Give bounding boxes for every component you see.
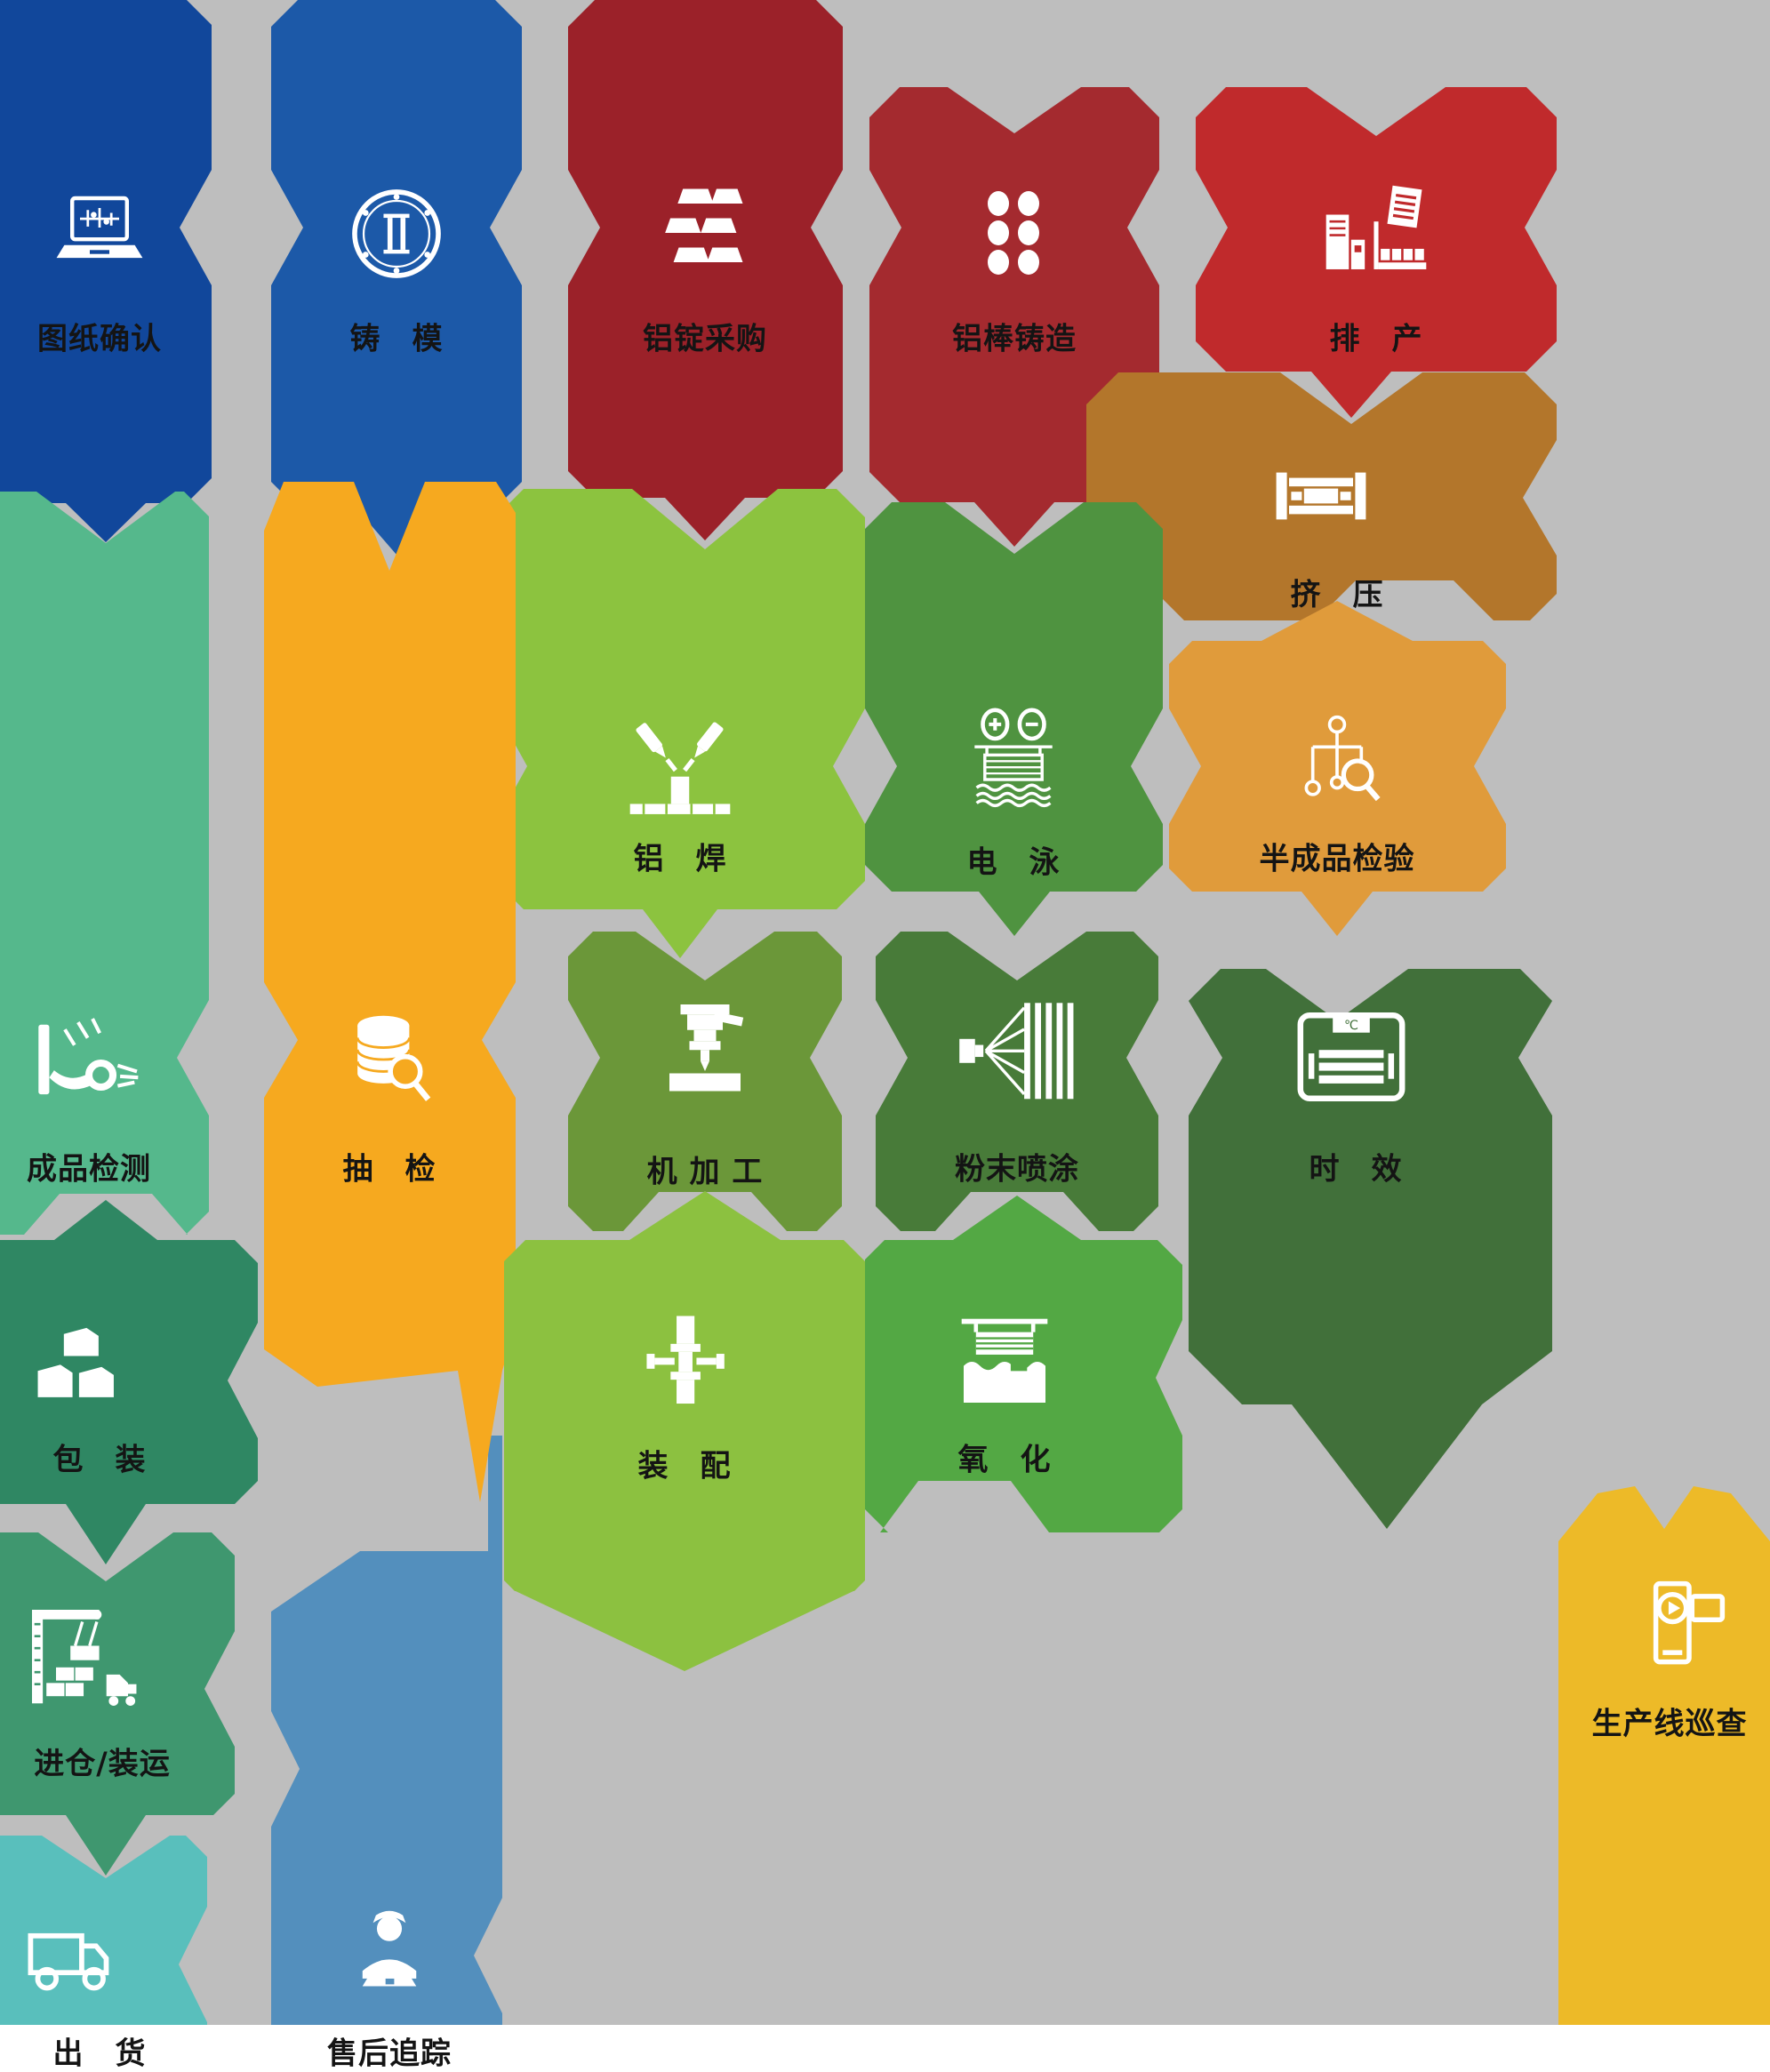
- node-label-semi-finished-inspection: 半成品检验: [1259, 841, 1415, 877]
- node-label-ingot-purchase: 铝锭采购: [643, 321, 767, 357]
- flow-node-electrophoresis: [865, 502, 1163, 936]
- video-camera-icon: [1630, 1578, 1728, 1676]
- node-label-billet-casting: 铝棒铸造: [952, 321, 1077, 357]
- node-label-mold-making: 铸 模: [349, 321, 444, 357]
- flow-node-powder-coating: [876, 932, 1158, 1231]
- flow-node-after-sales-tracking: [271, 1551, 502, 2025]
- node-label-drawing-confirmation: 图纸确认: [37, 321, 162, 357]
- inspection-tree-icon: [1291, 714, 1384, 807]
- round-mold-icon: [347, 184, 446, 284]
- node-label-finished-product-inspection: 成品检测: [27, 1151, 151, 1188]
- flow-node-ingot-purchase: [568, 0, 843, 540]
- node-label-electrophoresis: 电 泳: [966, 844, 1061, 881]
- production-line-icon: [1319, 176, 1433, 290]
- welding-torches-icon: [623, 713, 737, 827]
- support-agent-icon: [341, 1908, 437, 2004]
- measuring-gauge-icon: [29, 1004, 149, 1124]
- node-label-packing: 包 装: [52, 1442, 147, 1478]
- crane-loading-icon: [20, 1598, 140, 1718]
- packing-boxes-icon: [30, 1309, 139, 1418]
- extrusion-press-icon: [1268, 443, 1374, 549]
- laptop-drawing-icon: [51, 188, 148, 286]
- node-label-sampling-inspection: 抽 检: [342, 1151, 436, 1188]
- node-label-production-line-patrol: 生产线巡查: [1591, 1706, 1748, 1742]
- flow-node-assembly: [504, 1191, 865, 1671]
- aging-oven-icon: ℃: [1293, 999, 1409, 1115]
- flow-node-drawing-confirmation: [0, 0, 212, 542]
- billet-ends-icon: [970, 188, 1059, 277]
- spray-gun-icon: [957, 994, 1077, 1114]
- flow-node-aluminum-welding: [495, 489, 865, 958]
- ingot-stack-icon: [653, 180, 757, 285]
- temp-unit-glyph: ℃: [1344, 1019, 1358, 1033]
- node-label-shipping: 出 货: [52, 2036, 147, 2072]
- flow-connector-strip: [488, 1436, 502, 1569]
- flow-node-sampling-inspection: [264, 482, 516, 1502]
- node-label-machining: 机 加 工: [646, 1154, 764, 1190]
- milling-machine-icon: [650, 998, 761, 1109]
- node-label-aluminum-welding: 铝 焊: [633, 841, 727, 877]
- assembly-clamp-icon: [635, 1312, 734, 1412]
- flow-node-finished-product-inspection: [0, 492, 209, 1235]
- node-label-aging: 时 效: [1309, 1151, 1403, 1188]
- node-label-powder-coating: 粉末喷涂: [955, 1151, 1079, 1188]
- anodizing-tank-icon: [954, 1311, 1056, 1413]
- node-label-anodizing: 氧 化: [957, 1442, 1052, 1478]
- flow-node-production-line-patrol: [1558, 1486, 1770, 2025]
- node-label-production-scheduling: 排 产: [1329, 321, 1423, 357]
- electrophoresis-bath-icon: [963, 708, 1065, 811]
- delivery-truck-icon: [25, 1914, 127, 2016]
- database-magnifier-icon: [340, 1010, 439, 1109]
- node-label-after-sales-tracking: 售后追踪: [327, 2036, 452, 2072]
- node-label-warehousing-loading: 进仓/装运: [34, 1746, 171, 1782]
- node-label-assembly: 装 配: [637, 1448, 732, 1484]
